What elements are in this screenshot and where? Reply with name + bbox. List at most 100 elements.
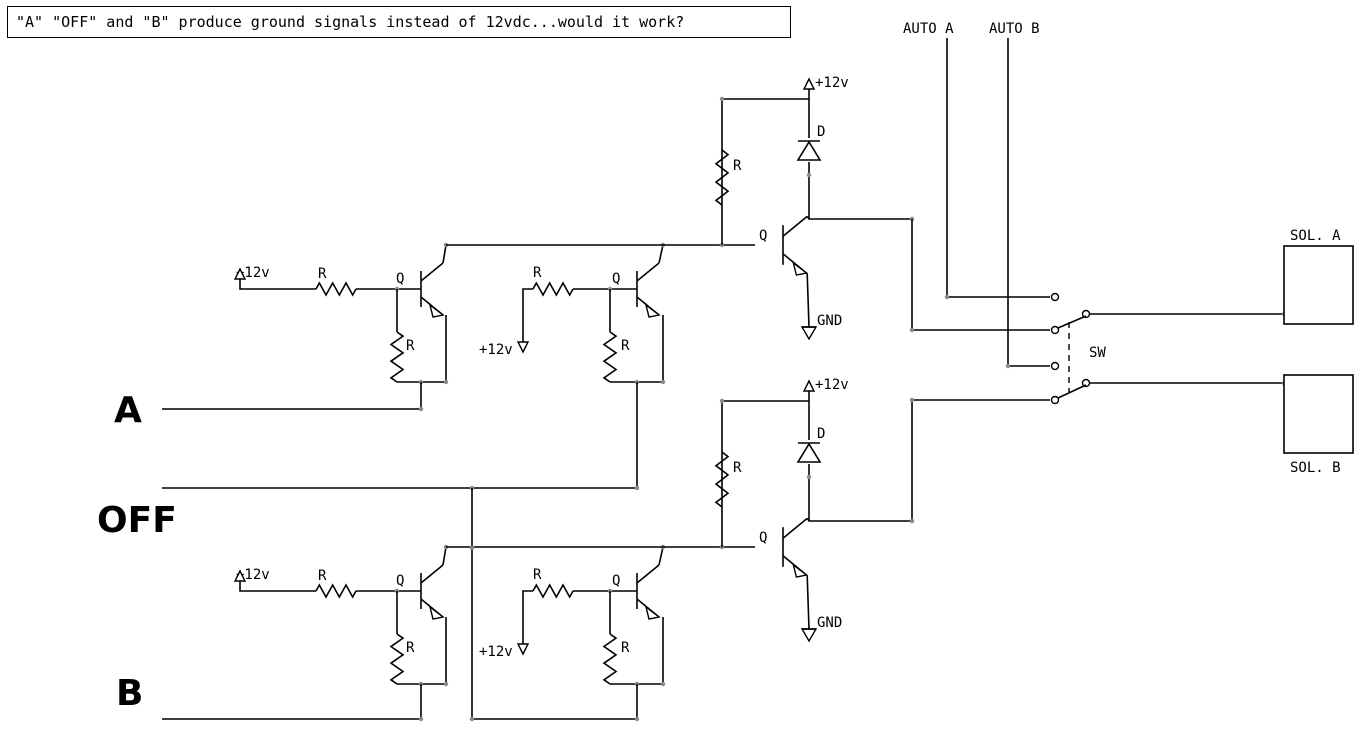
supply-arrow xyxy=(233,267,247,280)
junction-dot xyxy=(806,474,812,480)
resistor xyxy=(315,583,357,599)
wire xyxy=(658,244,664,264)
switch-contact xyxy=(1050,395,1060,405)
wire xyxy=(806,215,912,220)
transistor-label: Q xyxy=(396,271,404,287)
sol-a-label: SOL. A xyxy=(1290,228,1341,244)
resistor xyxy=(389,331,405,383)
ground-label: GND xyxy=(817,313,842,329)
junction-dot xyxy=(634,716,640,722)
wire xyxy=(610,315,664,383)
switch-contact xyxy=(1081,378,1091,388)
ground-symbol xyxy=(800,628,818,643)
resistor-label: R xyxy=(621,338,630,354)
transistor-label: Q xyxy=(759,228,767,244)
supply-arrow xyxy=(516,643,530,656)
resistor-label: R xyxy=(733,158,742,174)
transistor-label: Q xyxy=(396,573,404,589)
resistor xyxy=(315,281,357,297)
junction-dot xyxy=(418,406,424,412)
resistor-label: R xyxy=(406,640,415,656)
emitter-arrow xyxy=(644,605,661,620)
wire xyxy=(239,581,316,592)
junction-dot xyxy=(944,294,950,300)
wire xyxy=(1007,38,1050,367)
switch-contact xyxy=(1050,325,1060,335)
wire xyxy=(522,288,533,342)
junction-dot xyxy=(909,327,915,333)
switch-contact xyxy=(1081,309,1091,319)
supply-label: +12v xyxy=(479,342,513,358)
switch-contact xyxy=(1050,292,1060,302)
diode-label: D xyxy=(817,124,825,140)
resistor xyxy=(532,281,574,297)
switch-contact xyxy=(1050,361,1060,371)
wire xyxy=(442,244,447,264)
switch-blade xyxy=(1057,384,1087,399)
wire xyxy=(946,38,1050,298)
wire xyxy=(911,219,1050,331)
auto-b-label: AUTO B xyxy=(989,21,1040,37)
switch-label: SW xyxy=(1089,345,1106,361)
resistor-label: R xyxy=(318,568,327,584)
resistor-label: R xyxy=(733,460,742,476)
transistor-collector xyxy=(636,564,660,584)
diode xyxy=(796,442,822,463)
transistor-collector xyxy=(782,517,808,539)
wire xyxy=(610,617,664,685)
wire xyxy=(239,279,316,290)
resistor-label: R xyxy=(318,266,327,282)
input-b-label: B xyxy=(116,673,143,714)
junction-dot xyxy=(469,545,475,551)
junction-dot xyxy=(469,716,475,722)
junction-dot xyxy=(634,485,640,491)
emitter-arrow xyxy=(428,605,445,620)
solenoid-a xyxy=(1283,245,1354,325)
title-box: "A" "OFF" and "B" produce ground signals… xyxy=(7,6,791,38)
junction-dot xyxy=(909,518,915,524)
wire xyxy=(806,517,912,522)
input-off-label: OFF xyxy=(97,500,177,541)
switch-blade xyxy=(1057,315,1087,329)
wire xyxy=(806,273,810,328)
diode-label: D xyxy=(817,426,825,442)
wire xyxy=(162,382,638,489)
transistor-label: Q xyxy=(612,271,620,287)
resistor xyxy=(602,331,618,383)
transistor-collector xyxy=(420,564,444,584)
emitter-arrow xyxy=(792,261,809,276)
auto-a-label: AUTO A xyxy=(903,21,954,37)
emitter-arrow xyxy=(644,303,661,318)
junction-dot xyxy=(418,716,424,722)
ground-symbol xyxy=(800,326,818,341)
junction-dot xyxy=(443,379,449,385)
emitter-arrow xyxy=(428,303,445,318)
wire xyxy=(471,488,638,720)
supply-label: +12v xyxy=(479,644,513,660)
ground-label: GND xyxy=(817,615,842,631)
junction-dot xyxy=(660,681,666,687)
transistor-collector xyxy=(420,262,444,282)
transistor-label: Q xyxy=(759,530,767,546)
wire xyxy=(397,617,447,685)
wire xyxy=(911,399,1050,521)
solenoid-b xyxy=(1283,374,1354,454)
supply-arrow xyxy=(802,77,816,90)
junction-dot xyxy=(806,172,812,178)
wires xyxy=(162,38,1287,722)
junction-dot xyxy=(909,397,915,403)
resistor-label: R xyxy=(533,265,542,281)
resistor xyxy=(602,633,618,685)
input-a-label: A xyxy=(114,390,142,431)
diode xyxy=(796,140,822,161)
supply-arrow xyxy=(516,341,530,354)
supply-arrow xyxy=(802,379,816,392)
wire xyxy=(162,684,422,720)
junction-dot xyxy=(719,398,725,404)
supply-label: +12v xyxy=(815,75,849,91)
junction-dot xyxy=(660,379,666,385)
supply-label: +12v xyxy=(815,377,849,393)
junction-dot xyxy=(719,96,725,102)
